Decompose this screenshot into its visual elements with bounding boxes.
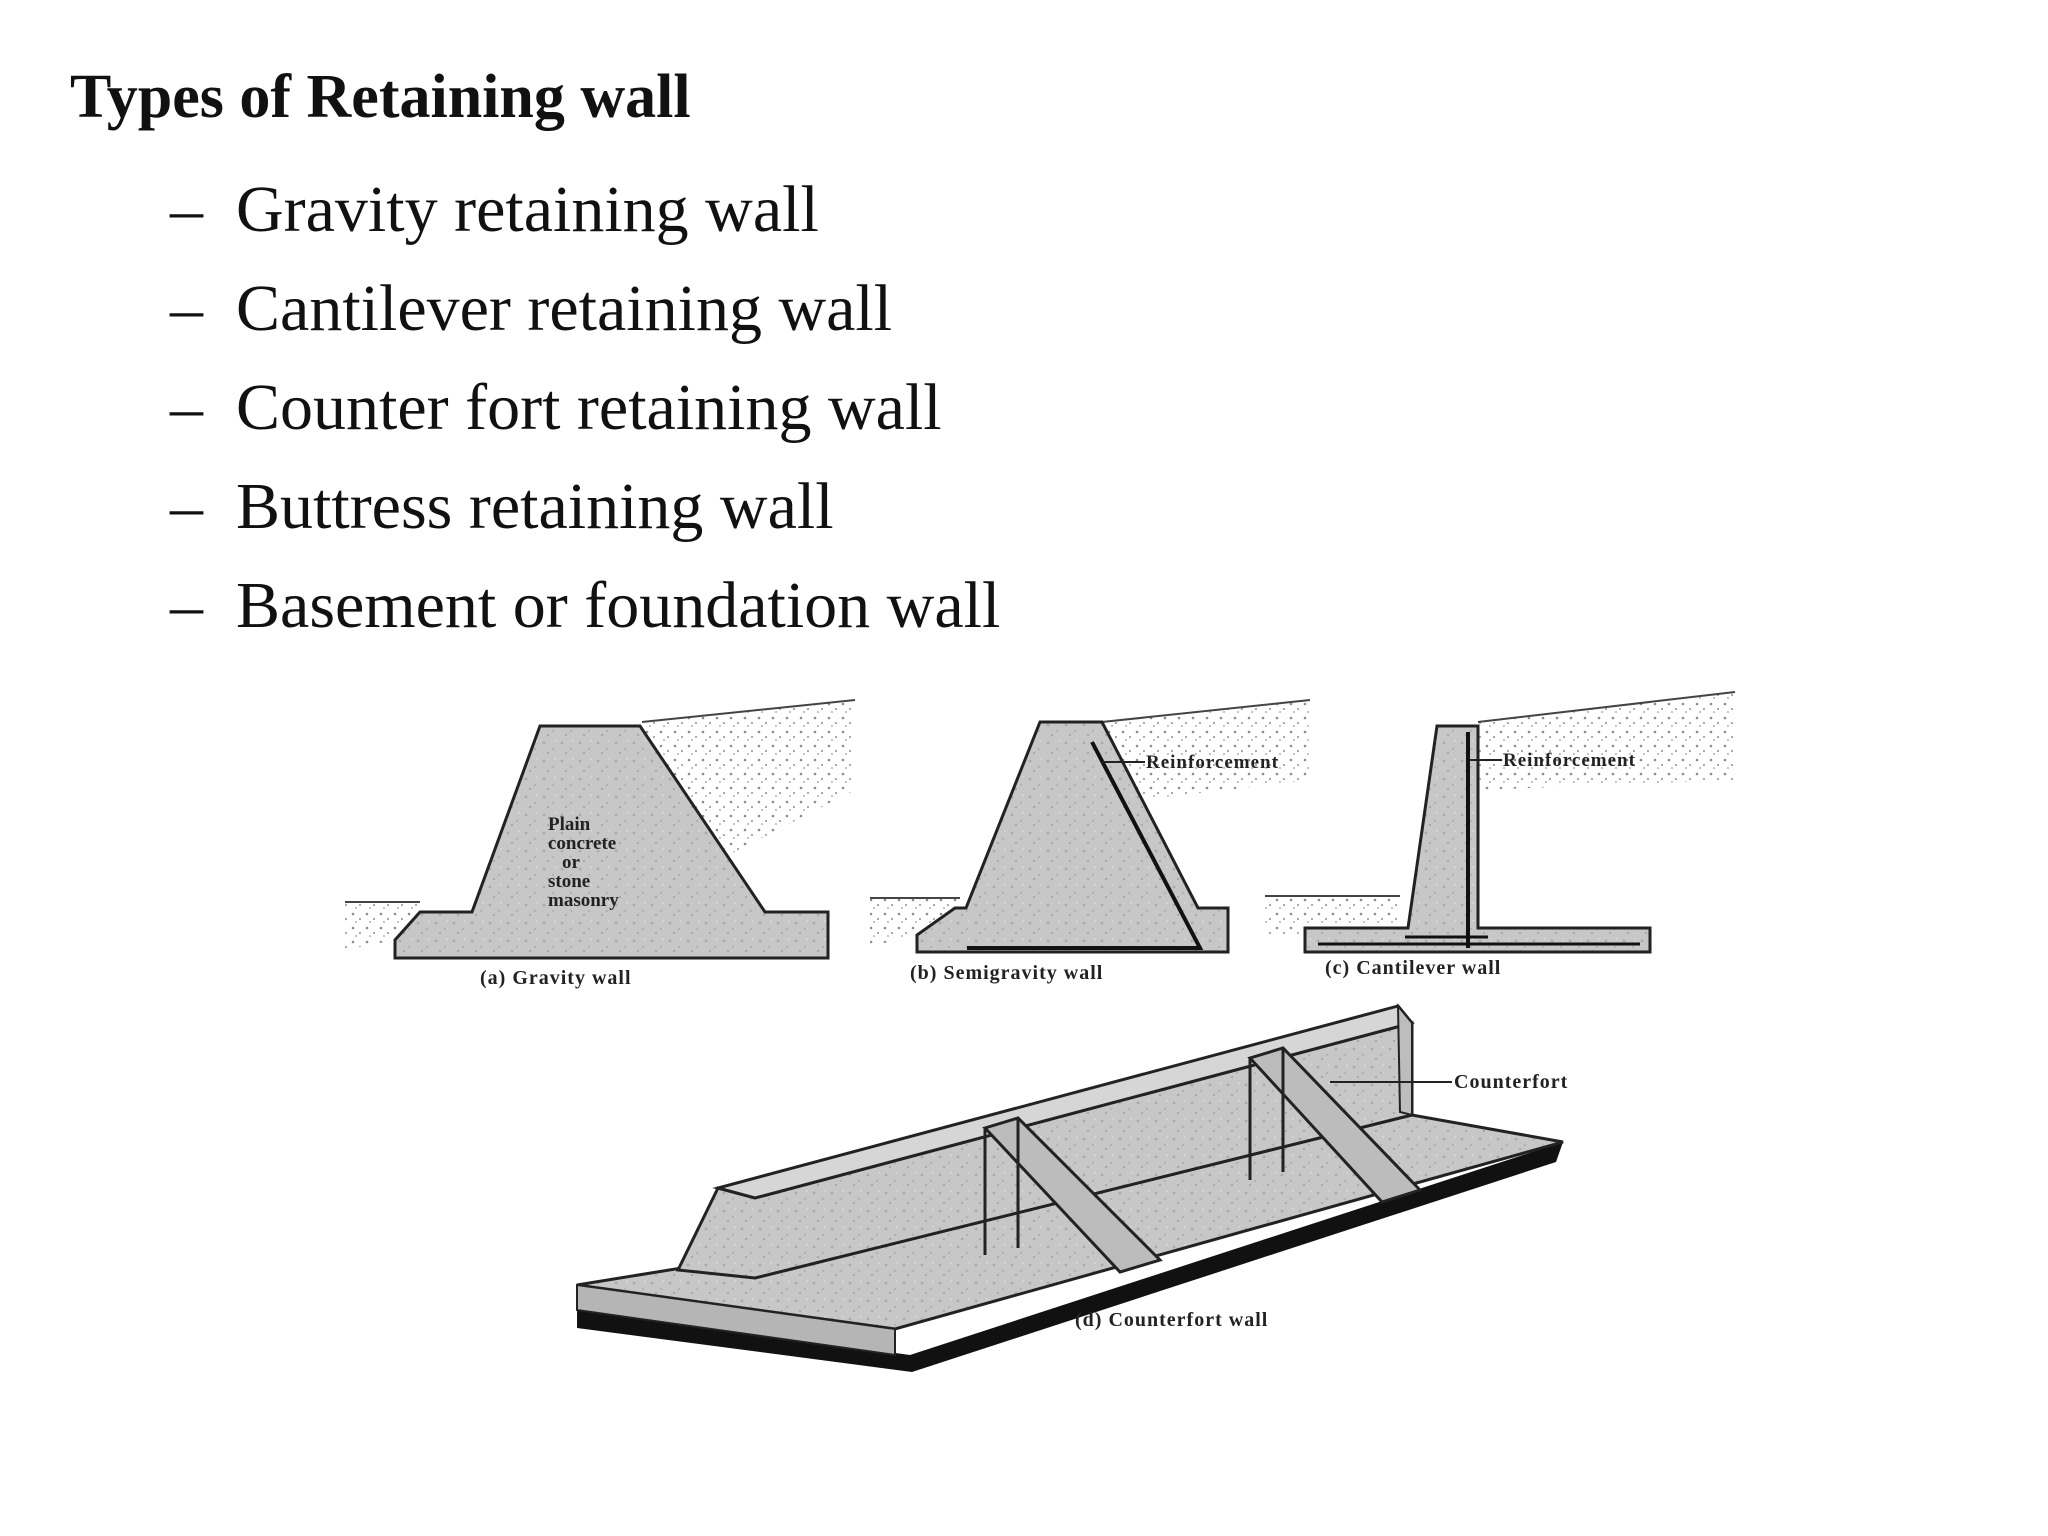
slide-title: Types of Retaining wall (70, 63, 691, 131)
bullet-item: –Gravity retaining wall (170, 160, 1000, 259)
semigravity-backfill-surface (1101, 699, 1311, 723)
gravity-material-line: concrete (548, 833, 616, 854)
cantilever-backfill-soil (1478, 692, 1735, 790)
counterfort-wall-end (1396, 1003, 1413, 1117)
gravity-front-soil (345, 902, 420, 950)
cantilever-backfill-surface (1477, 691, 1736, 723)
semigravity-caption: (b) Semigravity wall (910, 962, 1103, 984)
semigravity-reinforcement-bar (967, 741, 1204, 950)
gravity-material-line: masonry (548, 890, 619, 911)
bullet-text: Gravity retaining wall (236, 173, 819, 246)
bullet-dash: – (170, 371, 203, 444)
gravity-material-line: stone (548, 871, 590, 892)
bullet-text: Counter fort retaining wall (236, 371, 942, 444)
gravity-caption: (a) Gravity wall (480, 967, 632, 989)
counterfort-callout-label: Counterfort (1454, 1071, 1568, 1093)
gravity-material-line: or (562, 852, 581, 873)
semigravity-backfill-soil (1102, 700, 1310, 800)
cantilever-wall-body (1303, 724, 1652, 954)
counterfort-rib (1247, 1046, 1423, 1204)
bullet-item: –Basement or foundation wall (170, 556, 1000, 655)
bullet-item: –Counter fort retaining wall (170, 358, 1000, 457)
counterfort-base-front-face (576, 1283, 896, 1357)
counterfort-wall-diagram: Counterfort (d) Counterfort wall (576, 1003, 1568, 1372)
cantilever-callout-label: Reinforcement (1503, 750, 1636, 771)
gravity-backfill-surface (641, 699, 856, 723)
cantilever-caption: (c) Cantilever wall (1325, 957, 1501, 979)
bullet-text: Cantilever retaining wall (236, 272, 893, 345)
bullet-item: –Cantilever retaining wall (170, 259, 1000, 358)
bullet-dash: – (170, 272, 203, 345)
bullet-list: –Gravity retaining wall –Cantilever reta… (170, 160, 1000, 655)
bullet-text: Basement or foundation wall (236, 569, 1001, 642)
bullet-text: Buttress retaining wall (236, 470, 834, 543)
cantilever-front-soil (1265, 896, 1400, 935)
semigravity-callout-label: Reinforcement (1146, 752, 1279, 773)
cantilever-wall-diagram: Reinforcement (c) Cantilever wall (1265, 691, 1736, 979)
gravity-material-line: Plain (548, 814, 591, 835)
gravity-wall-diagram: Plain concrete or stone masonry (a) Grav… (345, 699, 856, 989)
counterfort-caption: (d) Counterfort wall (1075, 1309, 1268, 1331)
semigravity-wall-body (915, 720, 1230, 954)
semigravity-wall-diagram: Reinforcement (b) Semigravity wall (870, 699, 1311, 984)
counterfort-rib (982, 1116, 1163, 1274)
bullet-dash: – (170, 173, 203, 246)
bullet-item: –Buttress retaining wall (170, 457, 1000, 556)
gravity-wall-body (393, 724, 830, 960)
bullet-dash: – (170, 470, 203, 543)
bullet-dash: – (170, 569, 203, 642)
